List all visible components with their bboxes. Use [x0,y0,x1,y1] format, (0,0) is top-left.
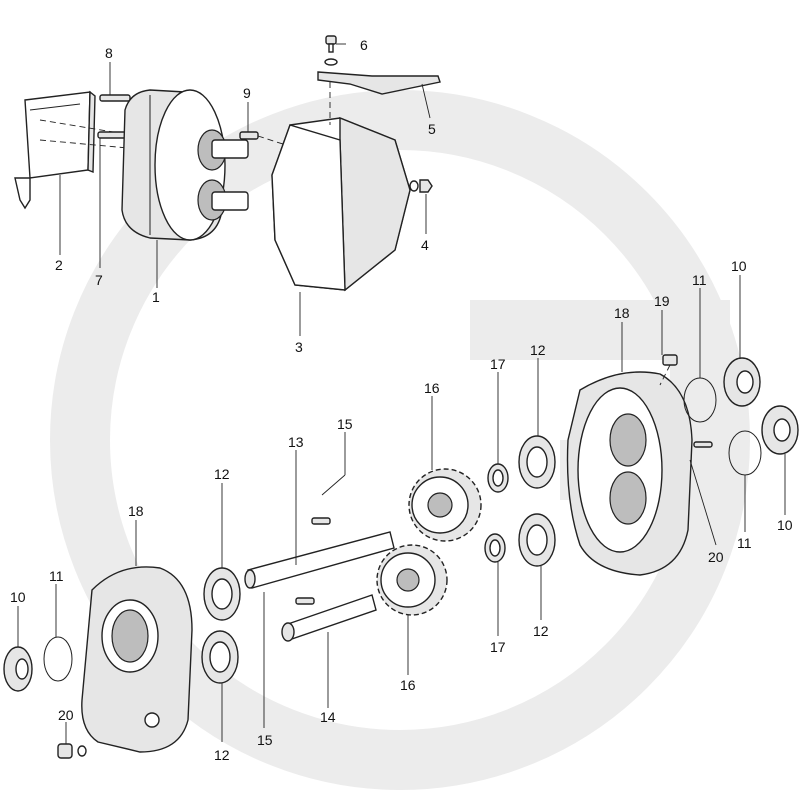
callout-15-lower: 15 [257,732,273,748]
callout-10-left: 10 [10,589,26,605]
part-11-left-circlip [43,636,73,682]
part-2-bracket-plate [14,90,151,210]
leader-lines [17,43,786,744]
callout-12-upper-left: 12 [214,466,230,482]
callout-15-upper: 15 [337,416,353,432]
part-10-left-seal [3,646,33,692]
callout-16-lower: 16 [400,677,416,693]
callout-18-right: 18 [614,305,630,321]
callout-9: 9 [243,85,251,101]
callout-11-left: 11 [49,568,64,584]
part-3-octagonal-guard [271,116,411,292]
callout-12-lower-right: 12 [533,623,549,639]
part-10-right-seal-upper [723,357,761,407]
part-17-spacer-upper [487,463,509,493]
callout-18-left: 18 [128,503,144,519]
callout-10-right-lower: 10 [777,517,793,533]
callout-4: 4 [421,237,429,253]
callout-2: 2 [55,257,63,273]
callout-17-upper: 17 [490,356,506,372]
callout-14: 14 [320,709,336,725]
callout-20-right: 20 [708,549,724,565]
part-16-gear-upper [408,468,482,542]
callout-12-upper-right: 12 [530,342,546,358]
part-15-key-upper [311,517,331,525]
part-12-bearing-upper-right [518,435,556,489]
callout-19: 19 [654,293,670,309]
part-15-key-lower [295,597,315,605]
part-1-gearbox-housing [121,89,249,241]
callout-5: 5 [428,121,436,137]
callout-7: 7 [95,272,103,288]
part-17-spacer-lower [484,533,506,563]
part-5-arm [317,71,441,125]
part-12-bearing-upper-left [203,567,241,621]
callout-10-right-upper: 10 [731,258,747,274]
callout-3: 3 [295,339,303,355]
part-20-left-plug [57,743,87,759]
callout-12-lower-left: 12 [214,747,230,763]
callout-8: 8 [105,45,113,61]
part-19-bolt [659,354,678,386]
part-6-screw [324,35,338,66]
part-10-right-seal-lower [761,405,799,455]
callout-13: 13 [288,434,304,450]
callout-labels: 1 2 3 4 5 6 7 8 9 10 10 10 11 11 11 12 1… [10,37,793,763]
part-4-nut [409,179,433,193]
part-13-shaft [244,531,395,589]
callout-16-upper: 16 [424,380,440,396]
part-14-shaft [281,594,377,642]
callout-11-right-upper: 11 [692,272,707,288]
callout-6: 6 [360,37,368,53]
callout-17-lower: 17 [490,639,506,655]
part-20-right-pin [693,441,713,448]
callout-11-right-lower: 11 [737,535,752,551]
part-12-bearing-lower-right [518,513,556,567]
part-18-left-cover [81,566,193,753]
callout-1: 1 [152,289,160,305]
part-8-stud [99,94,131,102]
part-16-gear-lower [376,544,448,616]
callout-20-left: 20 [58,707,74,723]
part-12-bearing-lower-left [201,630,239,684]
part-18-right-housing [566,371,693,576]
